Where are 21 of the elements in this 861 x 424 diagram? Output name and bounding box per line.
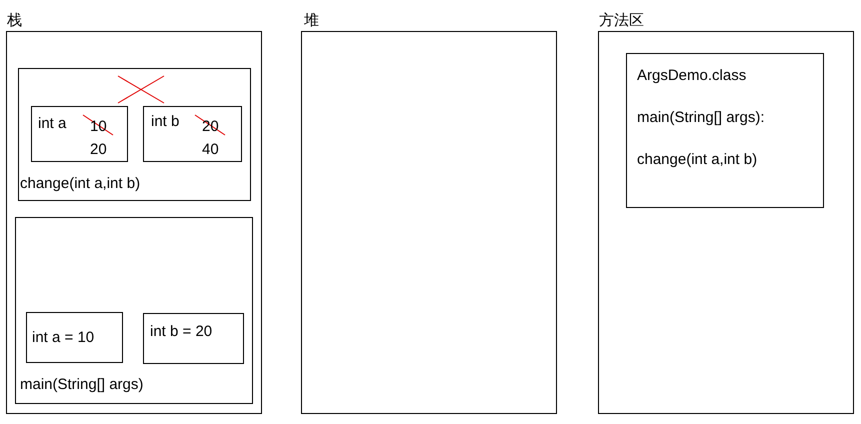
panel-heading: 栈	[7, 12, 22, 30]
variable-box	[626, 53, 824, 208]
panel-heading: 堆	[304, 12, 319, 30]
variable-text: int a = 10	[32, 329, 94, 347]
stack-frame-box	[18, 68, 251, 201]
variable-text: int b = 20	[150, 323, 212, 341]
variable-text: int b	[151, 113, 180, 131]
variable-text: change(int a,int b)	[637, 151, 758, 169]
variable-text: ArgsDemo.class	[637, 67, 746, 85]
variable-box	[31, 106, 128, 162]
variable-text: main(String[] args):	[637, 109, 765, 127]
panel-heading: 方法区	[599, 12, 644, 30]
variable-text: main(String[] args)	[20, 376, 144, 394]
variable-box	[143, 313, 244, 364]
variable-box	[143, 106, 242, 162]
variable-text: int a	[38, 115, 66, 133]
stack-frame-box	[15, 217, 253, 404]
variable-text: 40	[202, 141, 219, 159]
variable-text: change(int a,int b)	[20, 175, 140, 193]
variable-text: 20	[90, 141, 107, 159]
variable-box	[26, 312, 123, 363]
